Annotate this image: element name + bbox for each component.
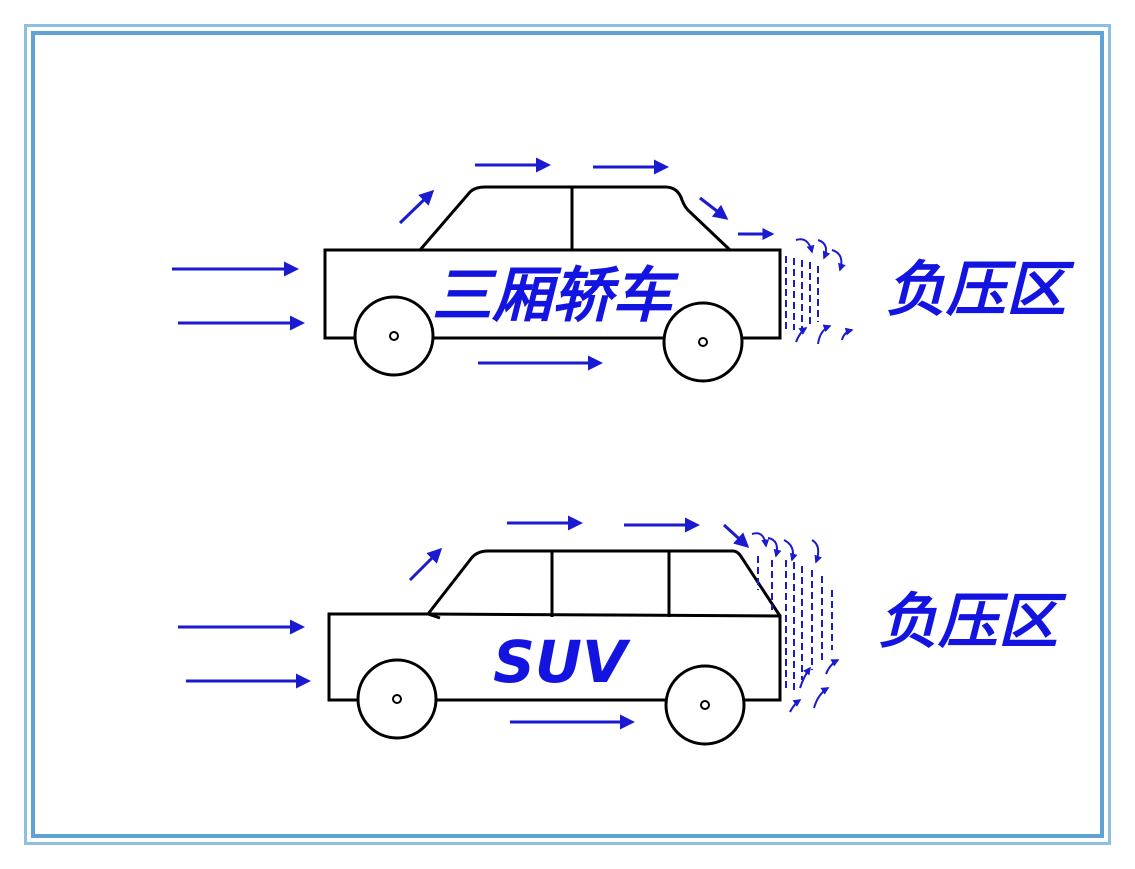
sedan-negative-pressure-label: 负压区 xyxy=(886,255,1075,325)
suv-outline xyxy=(327,549,782,702)
suv-rear-wheel xyxy=(664,664,746,746)
sedan-outline xyxy=(323,185,782,340)
suv-group: SUV 负压区 xyxy=(178,515,1067,746)
suv-wake-turbulence xyxy=(751,532,840,713)
suv-airflow-arrows xyxy=(178,515,750,730)
outer-frame xyxy=(24,24,1111,845)
inner-frame xyxy=(31,31,1104,838)
sedan-airflow-arrows xyxy=(172,157,775,371)
suv-front-wheel xyxy=(356,658,438,740)
suv-label: SUV xyxy=(493,628,631,696)
sedan-front-wheel xyxy=(353,295,435,377)
sedan-wake-turbulence xyxy=(785,238,854,345)
sedan-rear-wheel xyxy=(662,301,744,383)
sedan-group: 三厢轿车 负压区 xyxy=(172,157,1075,383)
sedan-label: 三厢轿车 xyxy=(432,261,680,331)
suv-negative-pressure-label: 负压区 xyxy=(878,587,1067,657)
